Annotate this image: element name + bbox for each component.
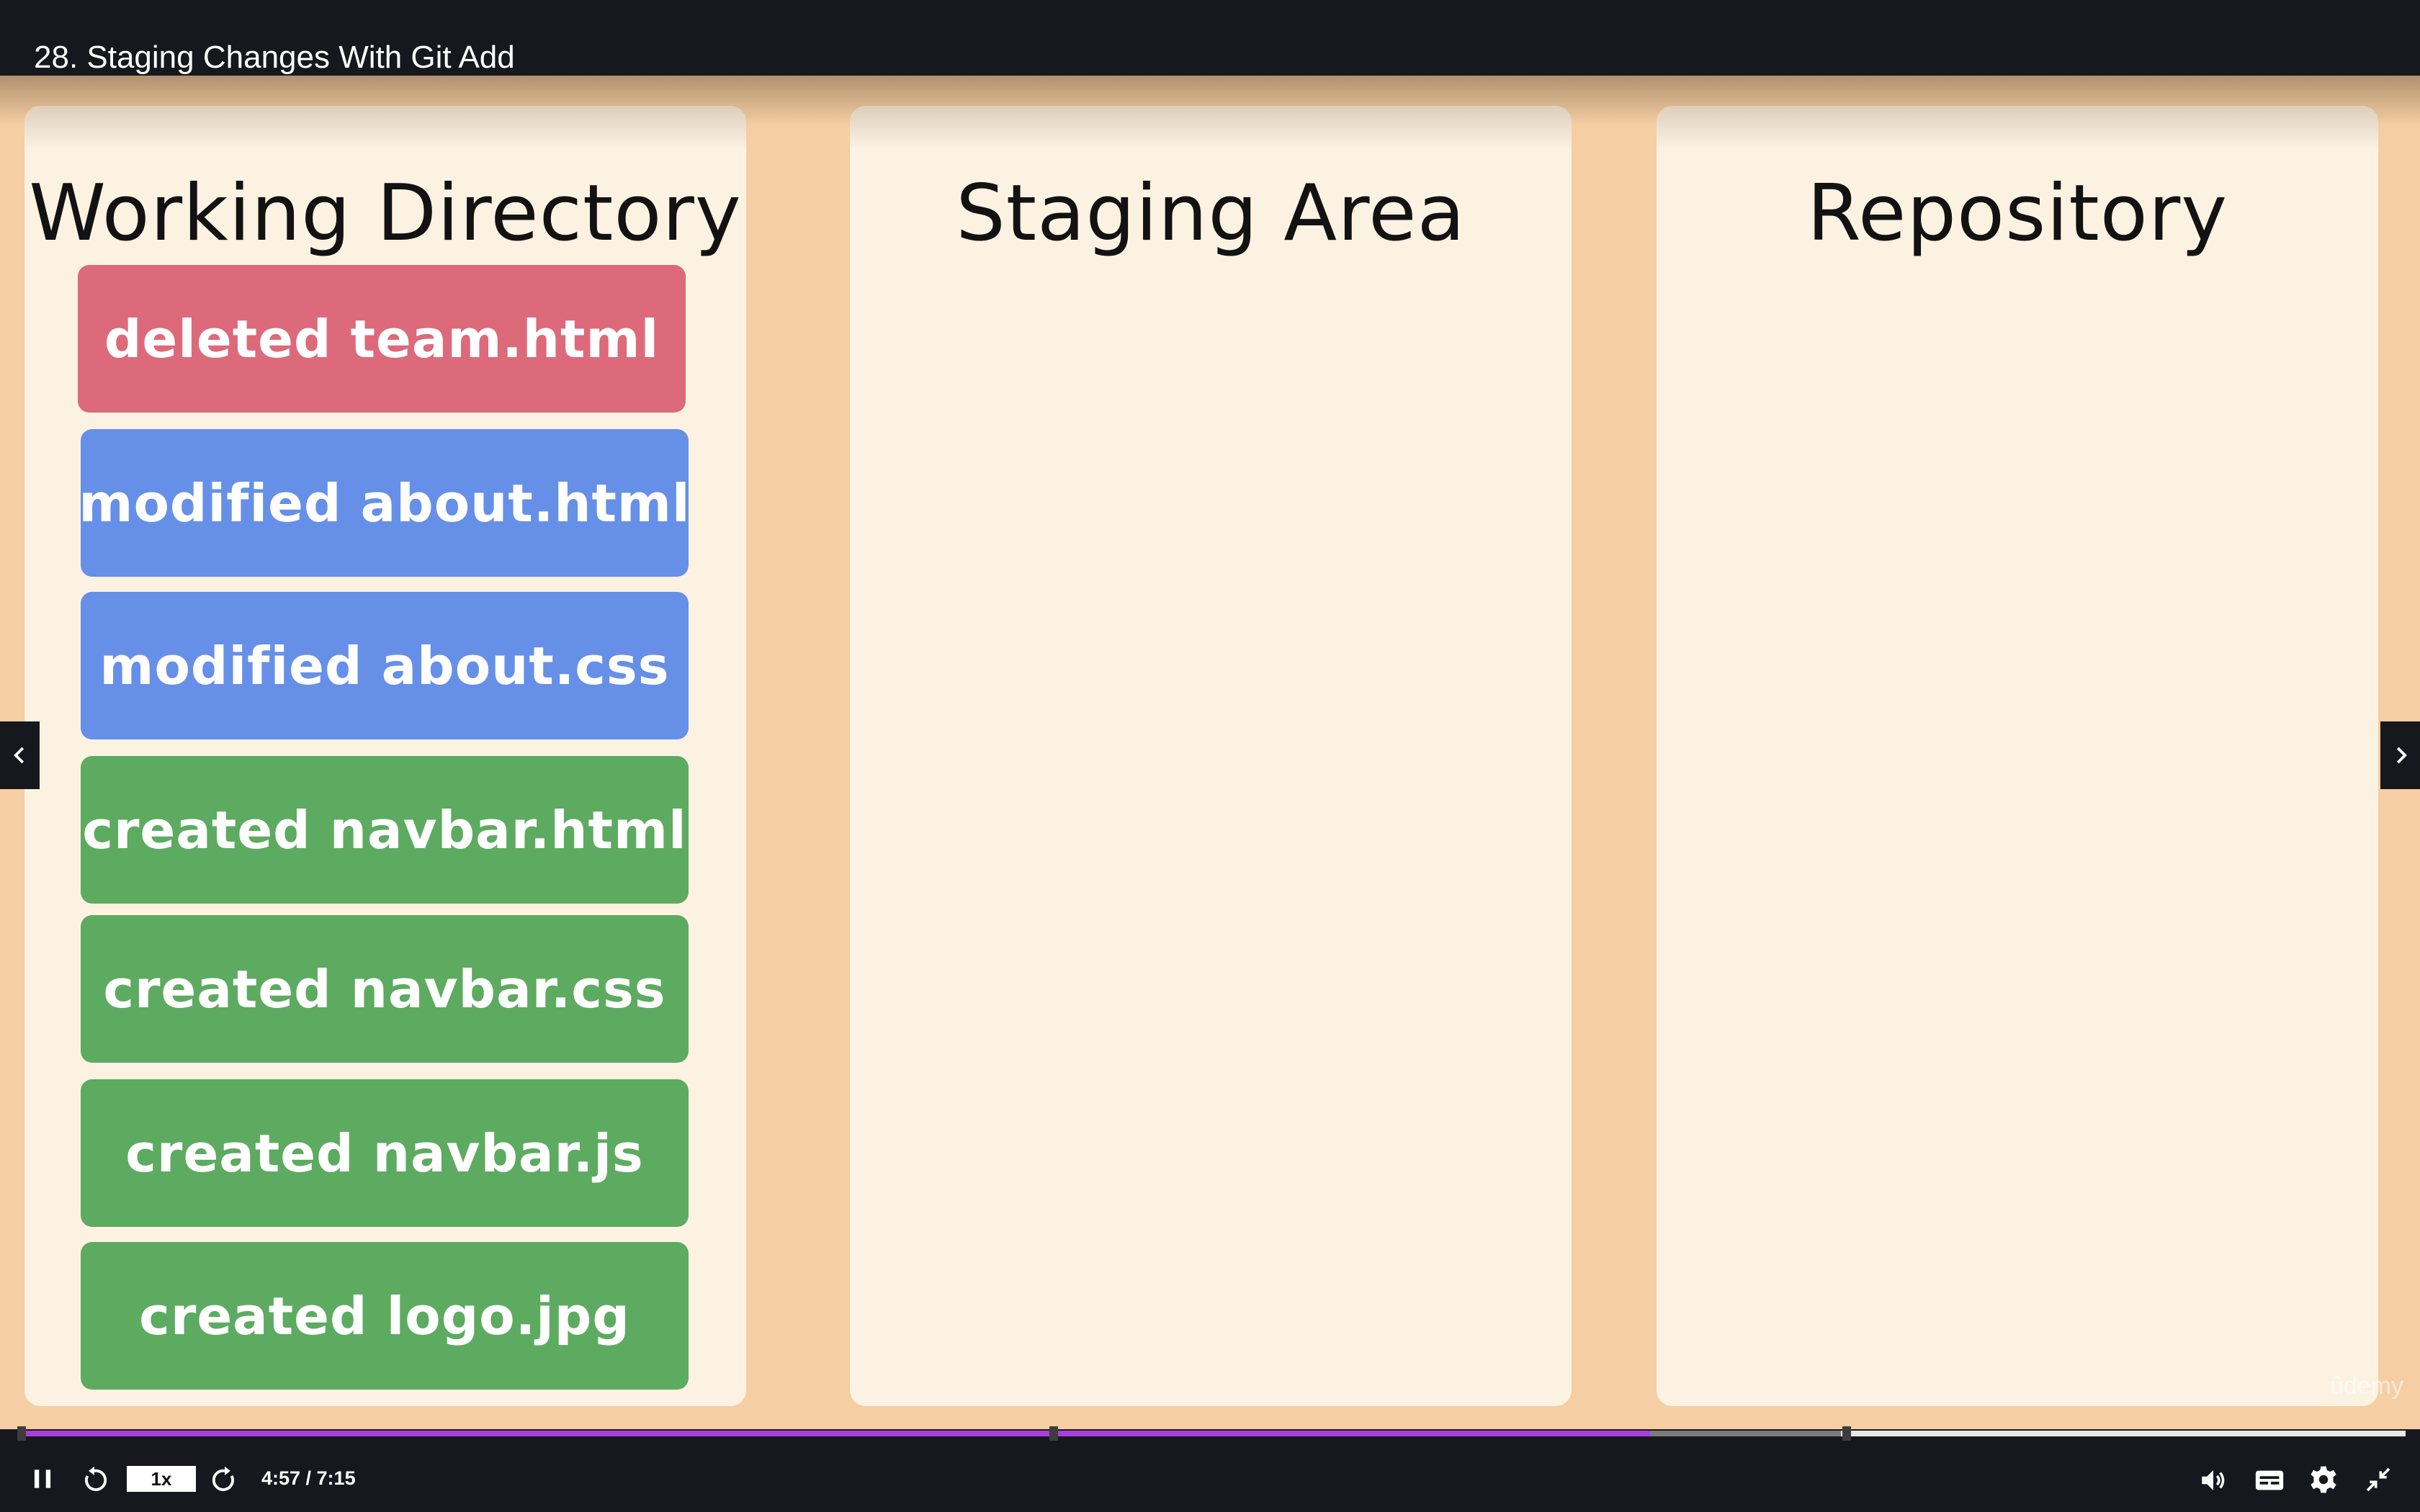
repository-title: Repository bbox=[1806, 168, 2228, 258]
staging-area-title: Staging Area bbox=[956, 168, 1466, 258]
pause-icon bbox=[34, 1470, 51, 1488]
chapter-marker[interactable] bbox=[1049, 1426, 1058, 1441]
volume-button[interactable] bbox=[2198, 1465, 2228, 1495]
progress-played bbox=[22, 1431, 1650, 1436]
change-card-created-navbar-html: created navbar.html bbox=[81, 756, 689, 904]
exit-fullscreen-button[interactable] bbox=[2364, 1465, 2393, 1494]
udemy-watermark: ûdemy bbox=[2329, 1372, 2403, 1400]
exit-fullscreen-icon bbox=[2366, 1467, 2390, 1492]
forward-5s-icon bbox=[212, 1466, 234, 1491]
video-frame[interactable]: Working Directory deleted team.html modi… bbox=[0, 76, 2420, 1429]
staging-area-column: Staging Area bbox=[850, 106, 1572, 1406]
chapter-marker[interactable] bbox=[1842, 1426, 1851, 1441]
working-directory-title: Working Directory bbox=[29, 168, 742, 258]
repository-column: Repository bbox=[1657, 106, 2378, 1406]
progress-bar[interactable] bbox=[22, 1426, 2406, 1441]
change-card-created-navbar-js: created navbar.js bbox=[81, 1079, 689, 1227]
change-card-modified-about-css: modified about.css bbox=[81, 592, 689, 739]
settings-button[interactable] bbox=[2308, 1464, 2339, 1495]
video-top-bar: 28. Staging Changes With Git Add bbox=[0, 0, 2420, 76]
volume-icon bbox=[2202, 1470, 2225, 1490]
progress-start-marker bbox=[17, 1426, 26, 1441]
change-card-created-logo-jpg: created logo.jpg bbox=[81, 1242, 689, 1390]
time-display: 4:57 / 7:15 bbox=[261, 1467, 356, 1489]
captions-button[interactable] bbox=[2253, 1464, 2286, 1497]
lecture-title: 28. Staging Changes With Git Add bbox=[34, 40, 515, 75]
next-lecture-button[interactable] bbox=[2380, 721, 2420, 789]
player-controls: 1x 4:57 / 7:15 bbox=[0, 1426, 2420, 1512]
chevron-right-icon bbox=[2396, 747, 2407, 764]
playback-speed-button[interactable]: 1x bbox=[127, 1466, 196, 1492]
working-directory-column: Working Directory deleted team.html modi… bbox=[24, 106, 746, 1406]
change-card-created-navbar-css: created navbar.css bbox=[81, 915, 689, 1063]
change-card-modified-about-html: modified about.html bbox=[79, 429, 690, 577]
captions-icon bbox=[2255, 1470, 2284, 1490]
gear-icon bbox=[2311, 1466, 2336, 1493]
chevron-left-icon bbox=[13, 747, 24, 764]
change-card-deleted-team-html: deleted team.html bbox=[78, 265, 686, 413]
forward-button[interactable] bbox=[210, 1465, 240, 1495]
rewind-5s-icon bbox=[85, 1466, 107, 1491]
rewind-button[interactable] bbox=[79, 1465, 109, 1495]
pause-button[interactable] bbox=[29, 1465, 56, 1493]
previous-lecture-button[interactable] bbox=[0, 721, 40, 789]
